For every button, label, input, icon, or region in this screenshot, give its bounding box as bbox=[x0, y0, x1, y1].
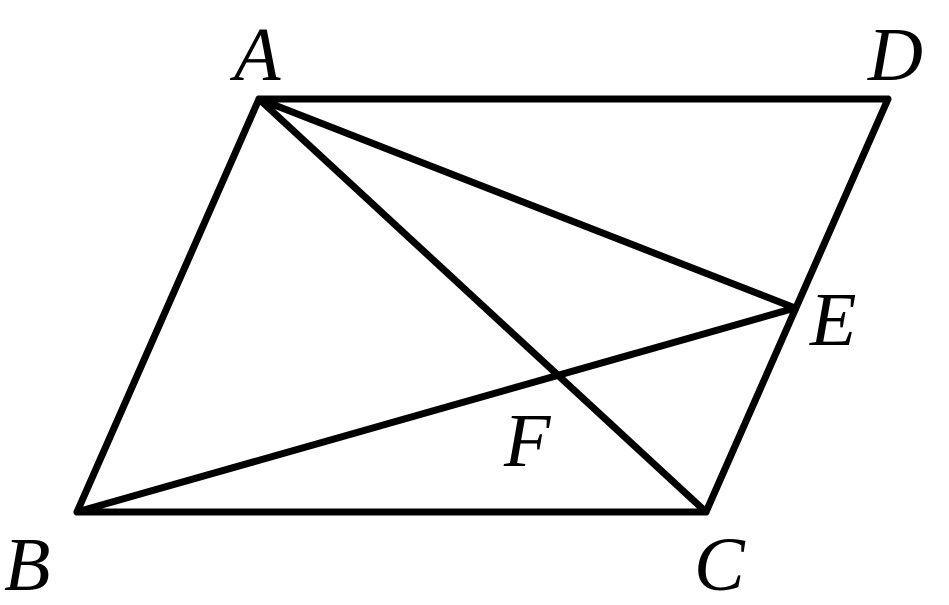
segment-ae bbox=[255, 95, 799, 312]
segments-group bbox=[73, 95, 892, 516]
segment-ba bbox=[73, 95, 263, 516]
label-point-c: C bbox=[694, 523, 746, 605]
segment-ac bbox=[255, 95, 710, 516]
label-point-e: E bbox=[809, 278, 856, 362]
label-point-d: D bbox=[867, 13, 923, 97]
label-point-a: A bbox=[229, 13, 281, 97]
label-point-f: F bbox=[503, 399, 552, 483]
label-point-b: B bbox=[4, 523, 50, 605]
segment-be bbox=[73, 304, 799, 516]
